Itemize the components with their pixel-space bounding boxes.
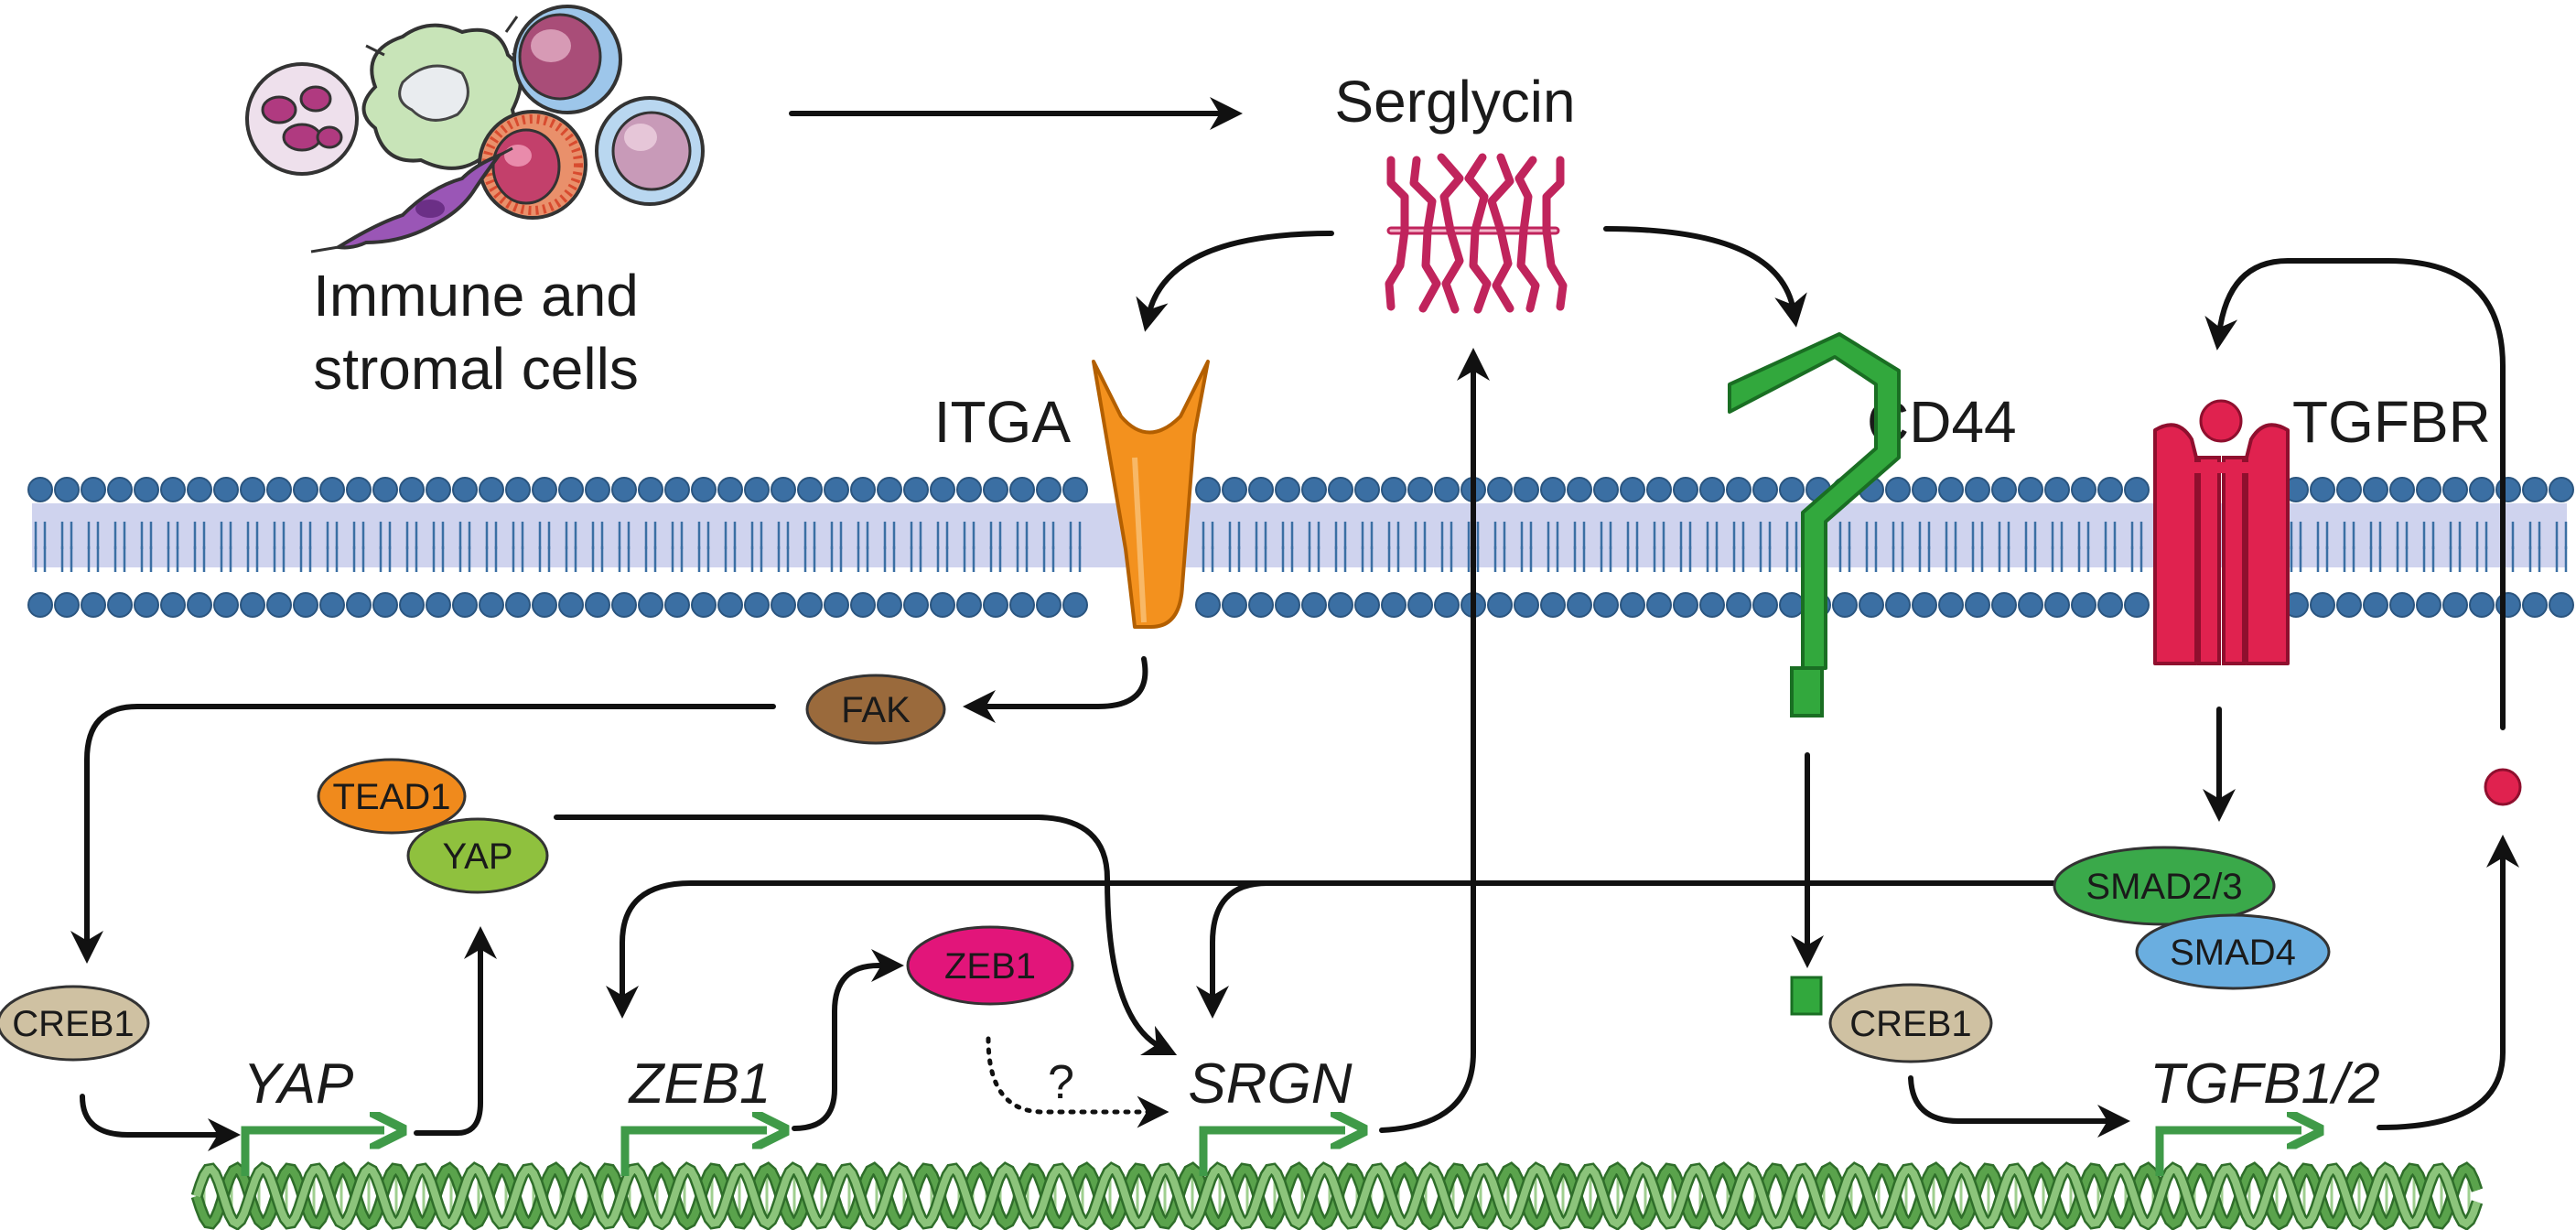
srgn-gene: SRGN — [1188, 1052, 1352, 1176]
itga-label: ITGA — [934, 389, 1072, 455]
tgfbr-label: TGFBR — [2292, 389, 2491, 455]
question-mark: ? — [1048, 1056, 1074, 1109]
arrow-zeb1-gene-to-protein — [792, 949, 904, 1131]
yap-gene-label: YAP — [243, 1052, 354, 1116]
srgn-promoter-arrow — [1199, 1130, 1345, 1176]
yap-gene: YAP — [241, 1052, 384, 1176]
neutrophil-cell — [245, 62, 359, 176]
zeb1-promoter-arrow — [620, 1130, 767, 1176]
arrow-smad-to-zeb1-gene — [606, 880, 2057, 1019]
smad4-text: SMAD4 — [2170, 933, 2296, 973]
creb1-right-text: CREB1 — [1849, 1004, 1971, 1044]
membrane-heads — [27, 477, 2574, 618]
arrow-itga-to-fak — [963, 656, 1148, 723]
monocyte-cell — [595, 96, 705, 206]
creb1-left-text: CREB1 — [12, 1004, 134, 1044]
fibroblast-cell — [310, 146, 513, 254]
yap-protein-text: YAP — [442, 836, 512, 877]
arrow-serglycin-to-itga — [1136, 231, 1334, 332]
immune-stromal-cells-illustration — [245, 5, 705, 254]
arrow-yap-gene-to-protein — [414, 926, 497, 1136]
arrow-srgn-to-serglycin — [1379, 348, 1490, 1133]
creb1-left-ellipse: CREB1 — [0, 985, 150, 1062]
membrane-core — [32, 503, 2567, 567]
cells-label-line2: stromal cells — [313, 336, 639, 402]
tgfb-promoter-arrow — [2155, 1130, 2301, 1176]
yap-promoter-arrow — [241, 1130, 384, 1176]
serglycin-molecule — [1385, 153, 1568, 314]
arrow-fak-to-creb1 — [70, 704, 776, 964]
arrow-smad-to-srgn-gene — [1196, 880, 1270, 1019]
creb1-right-ellipse: CREB1 — [1828, 983, 1993, 1063]
cd44-cleaved-fragment — [1790, 976, 1823, 1016]
lymphocyte-cell — [512, 5, 622, 114]
cell-membrane — [27, 477, 2574, 618]
zeb1-gene: ZEB1 — [620, 1052, 771, 1176]
smad23-text: SMAD2/3 — [2086, 867, 2242, 907]
tead1-text: TEAD1 — [333, 777, 451, 817]
srgn-gene-label: SRGN — [1188, 1052, 1352, 1116]
smad4-ellipse: SMAD4 — [2135, 913, 2331, 990]
yap-protein-ellipse: YAP — [406, 817, 549, 894]
cd44-receptor — [1728, 332, 1901, 718]
arrow-tgfb-gene-to-ligand — [2377, 835, 2519, 1130]
membrane-tails — [34, 522, 2568, 572]
arrow-serglycin-to-cd44 — [1603, 226, 1807, 328]
itga-receptor — [1092, 360, 1210, 629]
arrow-creb1-to-yap-gene — [80, 1094, 241, 1151]
zeb1-protein-text: ZEB1 — [944, 946, 1036, 987]
dna-double-helix — [190, 1161, 2484, 1230]
tgfb-gene: TGFB1/2 — [2150, 1052, 2380, 1176]
arrow-creb1-to-tgfb-gene — [1908, 1075, 2130, 1138]
cells-label-line1: Immune and — [313, 263, 639, 329]
arrow-zeb1-dotted-to-srgn — [986, 1036, 1169, 1128]
tgf-beta-ligand — [2484, 768, 2522, 806]
arrow-tead-yap-to-srgn — [554, 815, 1178, 1056]
fak-text: FAK — [841, 690, 911, 730]
smad23-ellipse: SMAD2/3 — [2053, 846, 2276, 926]
zeb1-protein-ellipse: ZEB1 — [906, 925, 1074, 1006]
tgfbr-receptor — [2153, 399, 2290, 665]
tead1-ellipse: TEAD1 — [317, 758, 467, 835]
zeb1-gene-label: ZEB1 — [627, 1052, 771, 1116]
fak-ellipse: FAK — [805, 674, 946, 745]
mast-cell — [478, 110, 587, 220]
tgfb-gene-label: TGFB1/2 — [2150, 1052, 2380, 1116]
arrow-ligand-to-tgfbr — [2204, 258, 2506, 730]
serglycin-label: Serglycin — [1334, 69, 1575, 135]
